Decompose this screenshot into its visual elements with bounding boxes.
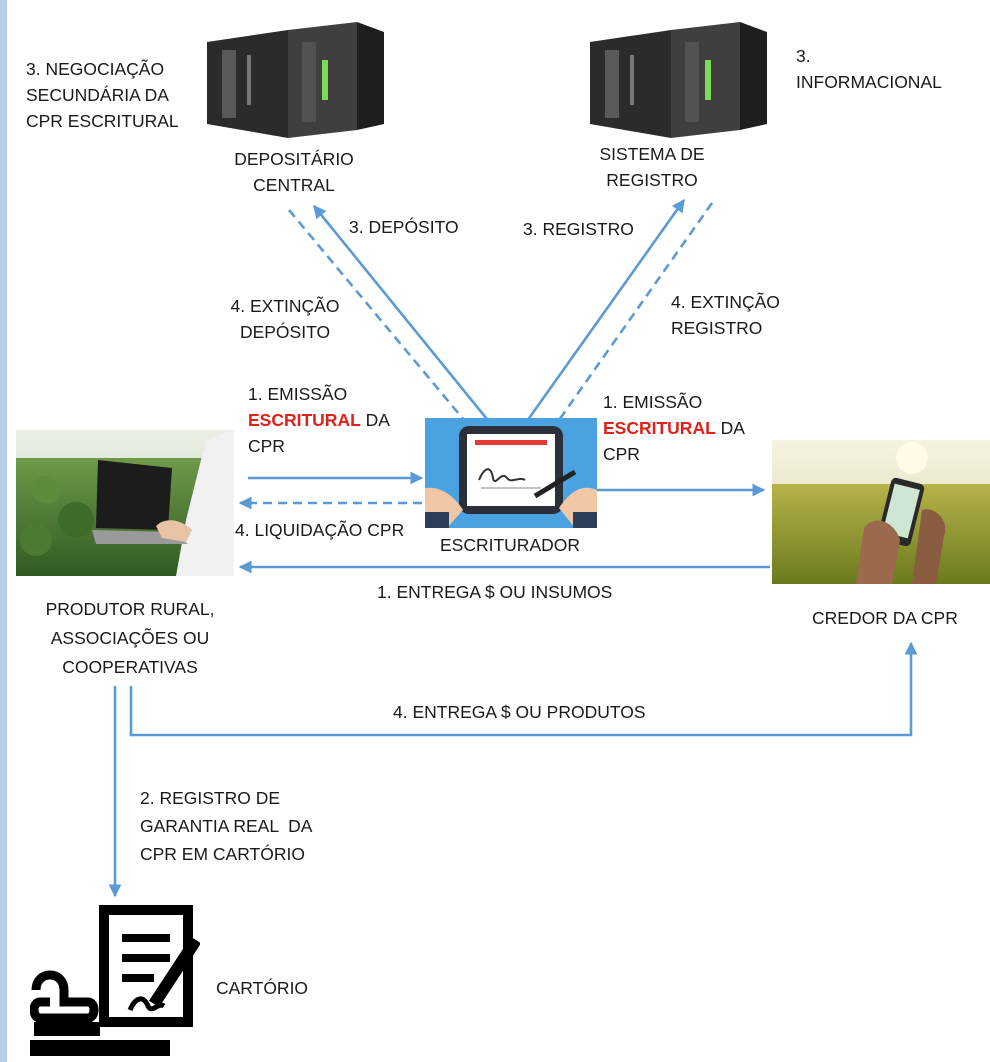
extincao-deposito-label: 4. EXTINÇÃO DEPÓSITO xyxy=(230,296,340,342)
arrow-registro xyxy=(508,198,686,446)
emissao-left-label: 1. EMISSÃO ESCRITURAL DA CPR xyxy=(248,384,390,456)
liquidacao-label: 4. LIQUIDAÇÃO CPR xyxy=(235,520,405,540)
left-border-bar xyxy=(0,0,7,1062)
negociacao-label: 3. NEGOCIAÇÃO SECUNDÁRIA DA CPR ESCRITUR… xyxy=(26,59,179,131)
credor-label: CREDOR DA CPR xyxy=(812,608,958,628)
entrega-insumos-label: 1. ENTREGA $ OU INSUMOS xyxy=(377,582,613,602)
arrow-entrega-produtos xyxy=(129,641,918,737)
document-stamp-icon xyxy=(30,900,200,1060)
emissao-right-label: 1. EMISSÃO ESCRITURAL DA CPR xyxy=(603,392,745,464)
arrow-extincao-deposito xyxy=(288,209,485,445)
depositario-label: DEPOSITÁRIO CENTRAL xyxy=(234,149,354,195)
phone-field-photo xyxy=(772,440,990,584)
server-icon xyxy=(585,20,770,138)
tablet-signature-icon xyxy=(425,418,597,528)
informacional-label: 3. INFORMACIONAL xyxy=(796,46,942,92)
arrow-extincao-registro xyxy=(543,202,714,442)
registro-garantia-label: 2. REGISTRO DE GARANTIA REAL DA CPR EM C… xyxy=(140,788,313,864)
registro-label: 3. REGISTRO xyxy=(523,219,634,239)
escritural-highlight: ESCRITURAL xyxy=(248,410,361,430)
escriturador-label: ESCRITURADOR xyxy=(440,535,581,555)
deposito-label: 3. DEPÓSITO xyxy=(349,217,459,237)
sistema-label: SISTEMA DE REGISTRO xyxy=(599,144,705,190)
entrega-produtos-label: 4. ENTREGA $ OU PRODUTOS xyxy=(393,702,646,722)
cartorio-label: CARTÓRIO xyxy=(216,978,309,998)
server-icon xyxy=(202,20,387,138)
escritural-highlight: ESCRITURAL xyxy=(603,418,716,438)
arrow-deposito xyxy=(312,204,510,446)
laptop-field-photo xyxy=(16,430,234,576)
extincao-registro-label: 4. EXTINÇÃO REGISTRO xyxy=(671,292,780,338)
produtor-label: PRODUTOR RURAL, ASSOCIAÇÕES OU COOPERATI… xyxy=(45,599,215,677)
